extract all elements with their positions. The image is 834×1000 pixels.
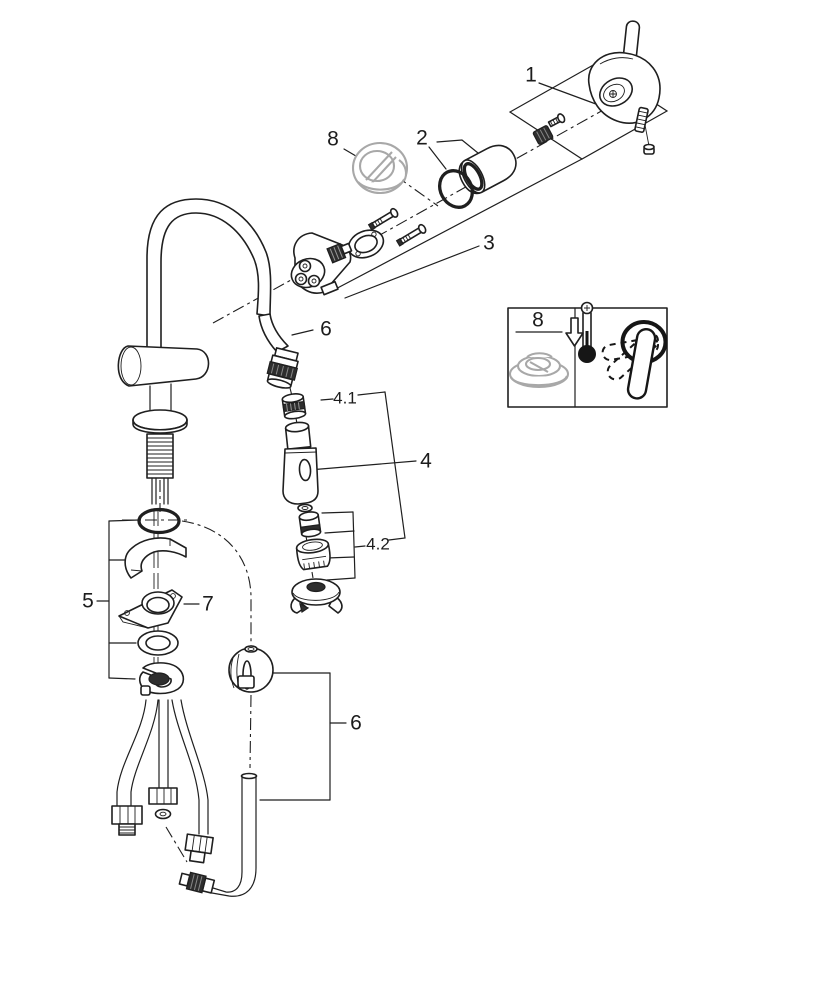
- base-o-ring: [137, 507, 181, 535]
- faucet-body: [117, 198, 272, 505]
- spray-head: [282, 421, 319, 505]
- left-hose-nut: [111, 805, 143, 836]
- aerator-housing: [295, 538, 331, 571]
- callout-8: 8: [327, 128, 339, 151]
- cartridge: [290, 232, 353, 296]
- supply-hoses: [111, 699, 214, 864]
- callout-8-inset: 8: [532, 309, 544, 332]
- escutcheon-cap: [458, 144, 517, 195]
- callout-1: 1: [525, 64, 537, 87]
- callout-labels: 1 2 3 6 4.1 4 4.2 5 7 6 8 8: [82, 64, 544, 735]
- hose-weight: [228, 645, 274, 693]
- escutcheon-o-ring: [438, 169, 474, 209]
- callout-4-1: 4.1: [333, 389, 357, 408]
- callout-3: 3: [483, 232, 495, 255]
- spout-hose-end: [258, 313, 299, 389]
- cartridge-screw-1: [367, 207, 399, 231]
- callout-6-spout: 6: [320, 318, 332, 341]
- spout-tube: [146, 198, 272, 353]
- set-screw-nut: [532, 125, 554, 145]
- mounting-nut: [138, 662, 185, 696]
- temperature-limiter-grey: [351, 141, 409, 195]
- mounting-kit: [118, 507, 187, 696]
- inset-box: [507, 301, 668, 408]
- down-arrow-icon: [565, 317, 584, 347]
- middle-tube-nut: [148, 787, 178, 820]
- handle-plug: [643, 143, 655, 155]
- callout-5: 5: [82, 590, 94, 613]
- callout-7: 7: [202, 593, 214, 616]
- thermometer-icon: [578, 301, 596, 363]
- callout-6-hose: 6: [350, 712, 362, 735]
- inset-limiter-ring: [508, 352, 570, 389]
- small-screw: [547, 113, 566, 128]
- callout-4-2: 4.2: [366, 535, 390, 554]
- washer: [137, 630, 179, 656]
- lever-positions-icon: [601, 320, 668, 400]
- stabilizer-plate: [124, 537, 187, 579]
- callout-2: 2: [416, 127, 428, 150]
- pullout-hose: [178, 772, 258, 897]
- mousseur-4-2: [290, 503, 343, 614]
- body-cylinder: [117, 345, 210, 387]
- leader-lines: [96, 63, 669, 863]
- right-hose-nut: [184, 833, 214, 864]
- pullout-hose-connector: [178, 871, 216, 894]
- cartridge-screw-2: [395, 223, 427, 247]
- docking-collar: [290, 578, 343, 614]
- mounting-bracket-7: [118, 589, 183, 629]
- handle-spring-screw: [634, 106, 649, 133]
- threaded-shank: [146, 433, 174, 479]
- handle-assembly: [587, 20, 661, 155]
- check-valve-4-1: [281, 393, 307, 420]
- callout-4: 4: [420, 450, 432, 473]
